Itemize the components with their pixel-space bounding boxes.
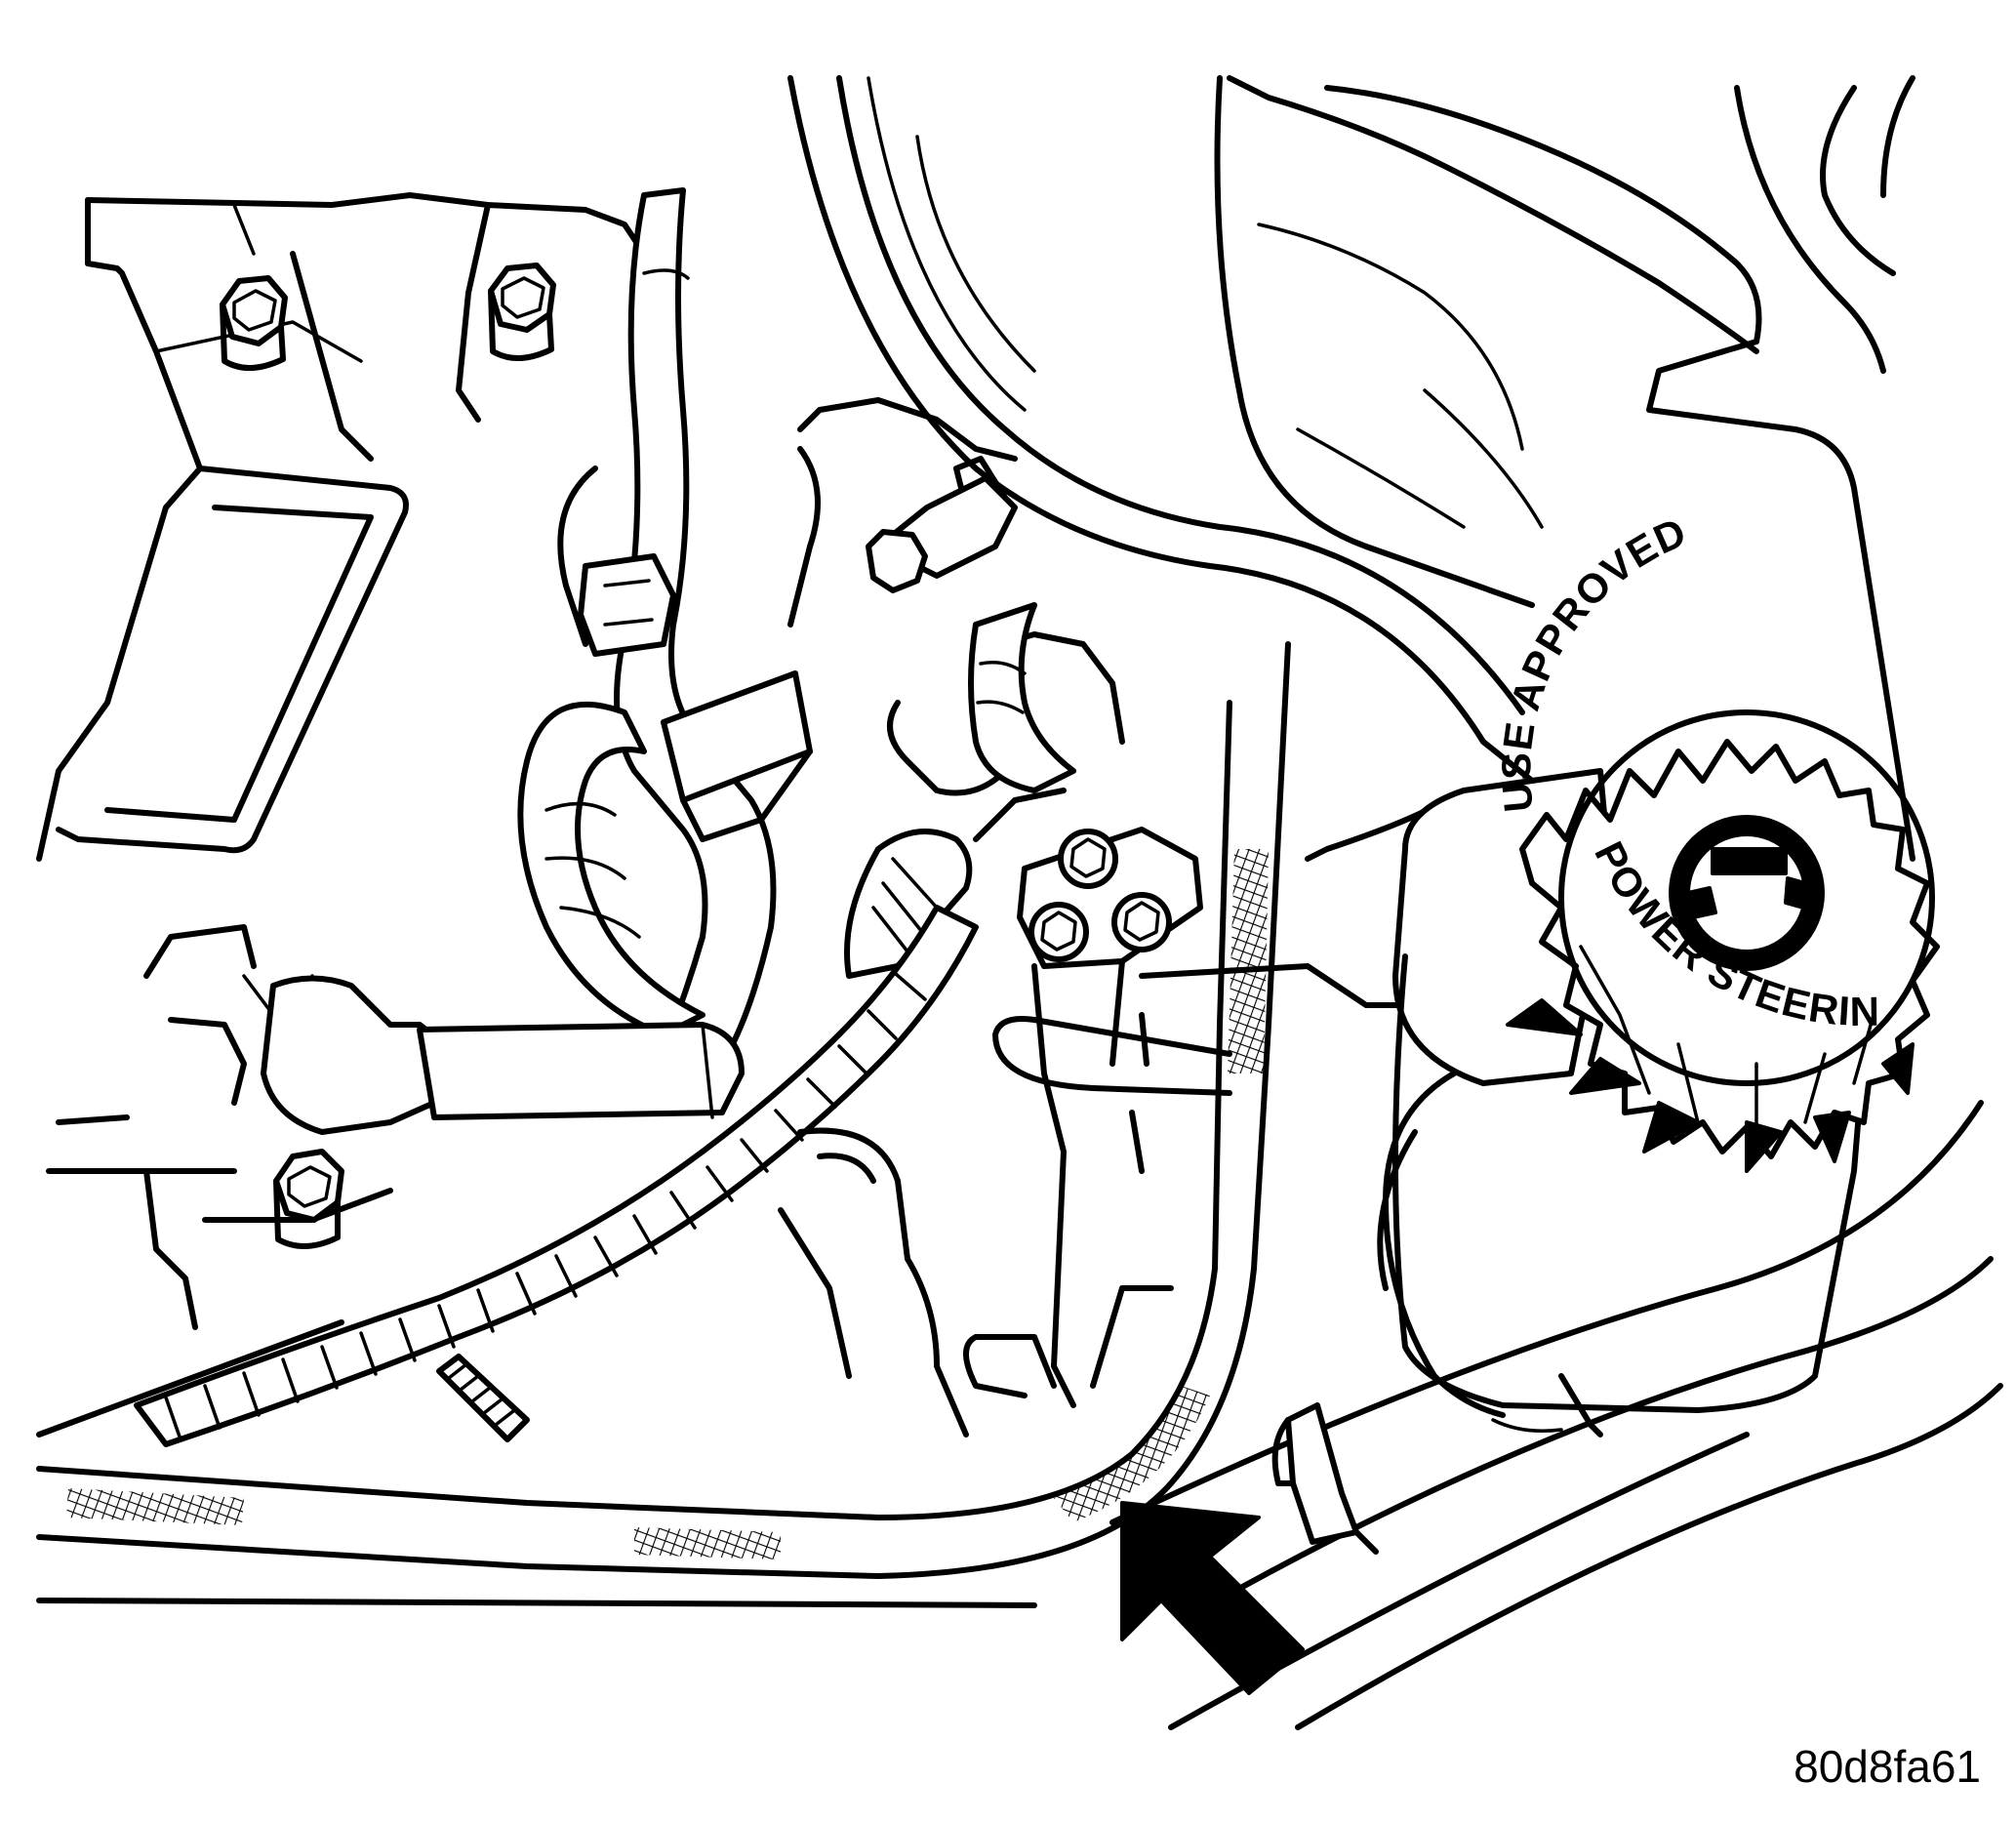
pump-upper-bolt xyxy=(866,456,1018,593)
lower-pulley-area xyxy=(778,1127,1174,1437)
wiring-harness-conduit xyxy=(134,905,979,1447)
belt-wear-mesh-vertical xyxy=(1228,849,1269,1073)
harness-guide-line xyxy=(36,1319,344,1437)
threaded-stud xyxy=(436,1354,530,1442)
pressure-hose-fitting xyxy=(844,829,973,979)
belt-wear-mesh-center xyxy=(634,1527,781,1559)
hose-clip xyxy=(1271,1402,1379,1555)
fluid-return-line xyxy=(992,1012,1232,1174)
lower-hose xyxy=(261,975,745,1135)
block-bolt-left xyxy=(220,275,288,372)
block-bolt-lower xyxy=(273,1149,344,1250)
serpentine-belt xyxy=(36,641,1291,1608)
bracket-bolt-top xyxy=(1058,829,1118,889)
figure-id: 80d8fa61 xyxy=(1794,1741,1981,1792)
belt-shroud xyxy=(787,75,1915,1008)
belt-wear-mesh-bend xyxy=(1054,1386,1210,1522)
hose-clamp xyxy=(661,670,813,842)
block-bolt-right xyxy=(488,263,556,362)
bracket-bolt-left xyxy=(1028,902,1089,962)
bracket-bolt-right xyxy=(1111,892,1172,952)
cap-label-top: USE APPROVED xyxy=(1493,508,1693,814)
belt-wear-mesh-left xyxy=(66,1488,244,1525)
cap-center-opening xyxy=(1669,815,1825,971)
callout-arrow xyxy=(1120,1501,1305,1695)
vacuum-hose xyxy=(968,602,1076,793)
